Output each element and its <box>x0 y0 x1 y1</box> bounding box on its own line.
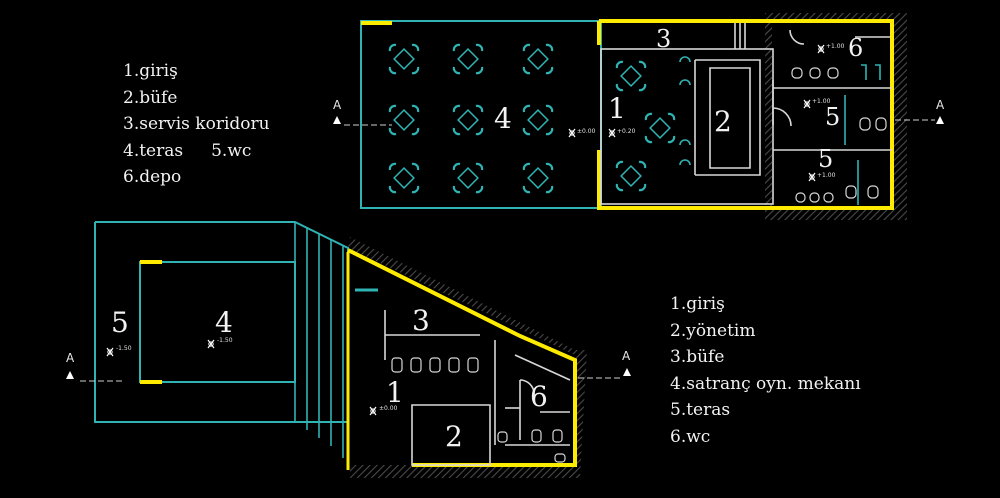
section-mark-left: A <box>66 351 75 365</box>
room-label-terrace: 5 <box>111 306 129 339</box>
legend-item-entrance: 1.giriş <box>670 294 725 314</box>
section-mark-right: A <box>936 98 945 112</box>
plan-top: A A 4 1 2 3 6 5 5 ±0.00 +0.20 +1.00 +1.0… <box>333 13 945 220</box>
hatch-ground <box>348 237 587 478</box>
elevation-entrance: ±0.00 <box>379 405 398 412</box>
legend-top: 1.giriş 2.büfe 3.servis koridoru 4.teras… <box>123 58 270 191</box>
wc-fixtures <box>497 429 566 463</box>
legend-item-terrace-wc: 4.teras 5.wc <box>123 138 270 165</box>
elevation-chess-area: -1.50 <box>217 337 233 344</box>
legend-item-terrace: 4.teras <box>123 140 184 161</box>
room-label-buffet: 3 <box>412 304 430 337</box>
section-mark-left: A <box>333 98 342 112</box>
section-mark-right: A <box>622 349 631 363</box>
steps <box>294 222 344 458</box>
legend-bottom: 1.giriş 2.yönetim 3.büfe 4.satranç oyn. … <box>670 291 861 450</box>
legend-item-storage: 6.depo <box>123 167 182 187</box>
legend-item-entrance: 1.giriş <box>123 61 178 81</box>
room-label-service-corridor: 3 <box>656 25 671 53</box>
plan-bottom: A A 5 4 3 1 2 6 -1.50 -1.50 ±0.00 <box>66 221 631 478</box>
building-outline <box>347 248 577 467</box>
legend-item-wc: 6.wc <box>670 426 711 447</box>
room-label-entrance: 1 <box>608 92 626 125</box>
room-label-storage: 6 <box>848 34 863 62</box>
legend-item-terrace: 5.teras <box>670 400 731 420</box>
room-label-entrance: 1 <box>386 376 404 409</box>
room-label-management: 2 <box>445 420 463 453</box>
legend-item-service-corridor: 3.servis koridoru <box>123 114 270 134</box>
legend-item-chess-area: 4.satranç oyn. mekanı <box>670 373 861 394</box>
legend-item-wc: 5.wc <box>211 140 252 161</box>
room-label-wc: 6 <box>530 380 548 413</box>
room-label-wc-a: 5 <box>825 103 840 131</box>
terrace-outline <box>95 221 349 470</box>
room-label-terrace: 4 <box>494 102 512 135</box>
legend-item-buffet: 3.büfe <box>670 347 725 367</box>
room-label-chess-area: 4 <box>215 306 233 339</box>
elevation-storage: +1.00 <box>826 43 845 50</box>
wc-block-bg <box>772 21 892 208</box>
buffet-chairs <box>679 56 691 166</box>
wc-fixtures <box>791 67 887 203</box>
legend-item-buffet: 2.büfe <box>123 87 178 108</box>
room-label-wc-b: 5 <box>818 145 833 173</box>
elevation-terrace: -1.50 <box>116 345 132 352</box>
interior-walls <box>600 23 892 205</box>
legend-item-management: 2.yönetim <box>670 320 756 341</box>
interior-walls <box>355 288 571 466</box>
elevation-wc-b: +1.00 <box>817 172 836 179</box>
buffet-stools <box>391 357 479 373</box>
room-label-buffet: 2 <box>714 105 732 138</box>
elevation-wc-a: +1.00 <box>812 98 831 105</box>
elevation-entrance: ±0.00 <box>577 128 596 135</box>
elevation-buffet: +0.20 <box>617 128 636 135</box>
chess-area-outline <box>139 261 296 383</box>
terrace-tables <box>388 43 676 194</box>
